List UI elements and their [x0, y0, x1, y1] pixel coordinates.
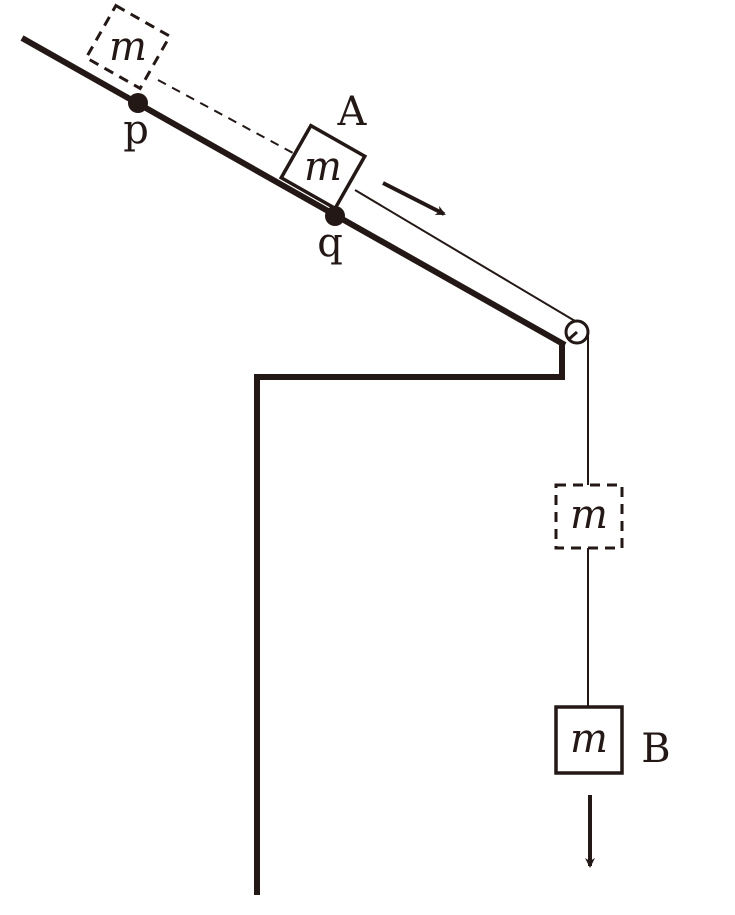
point-q-label: q [317, 220, 343, 266]
point-p-dot [128, 93, 148, 113]
block-a-mass-label: m [304, 144, 342, 190]
dashed-block-incline-label: m [109, 24, 147, 70]
dashed-block-vertical-label: m [570, 492, 608, 538]
rope-incline [354, 189, 576, 322]
support-structure [254, 343, 565, 895]
arrow-incline-icon [382, 181, 446, 216]
block-b-label: B [641, 726, 670, 772]
incline-surface [20, 35, 567, 348]
block-a [278, 123, 368, 211]
dashed-path-line [157, 79, 294, 154]
block-b-mass-label: m [570, 716, 608, 762]
dashed-block-incline [84, 3, 172, 91]
block-b [554, 705, 624, 775]
dashed-block-vertical [554, 483, 624, 550]
point-p-label: p [123, 107, 149, 153]
pulley-axle [567, 330, 578, 342]
point-q-dot [325, 206, 345, 226]
block-a-label: A [337, 89, 368, 135]
